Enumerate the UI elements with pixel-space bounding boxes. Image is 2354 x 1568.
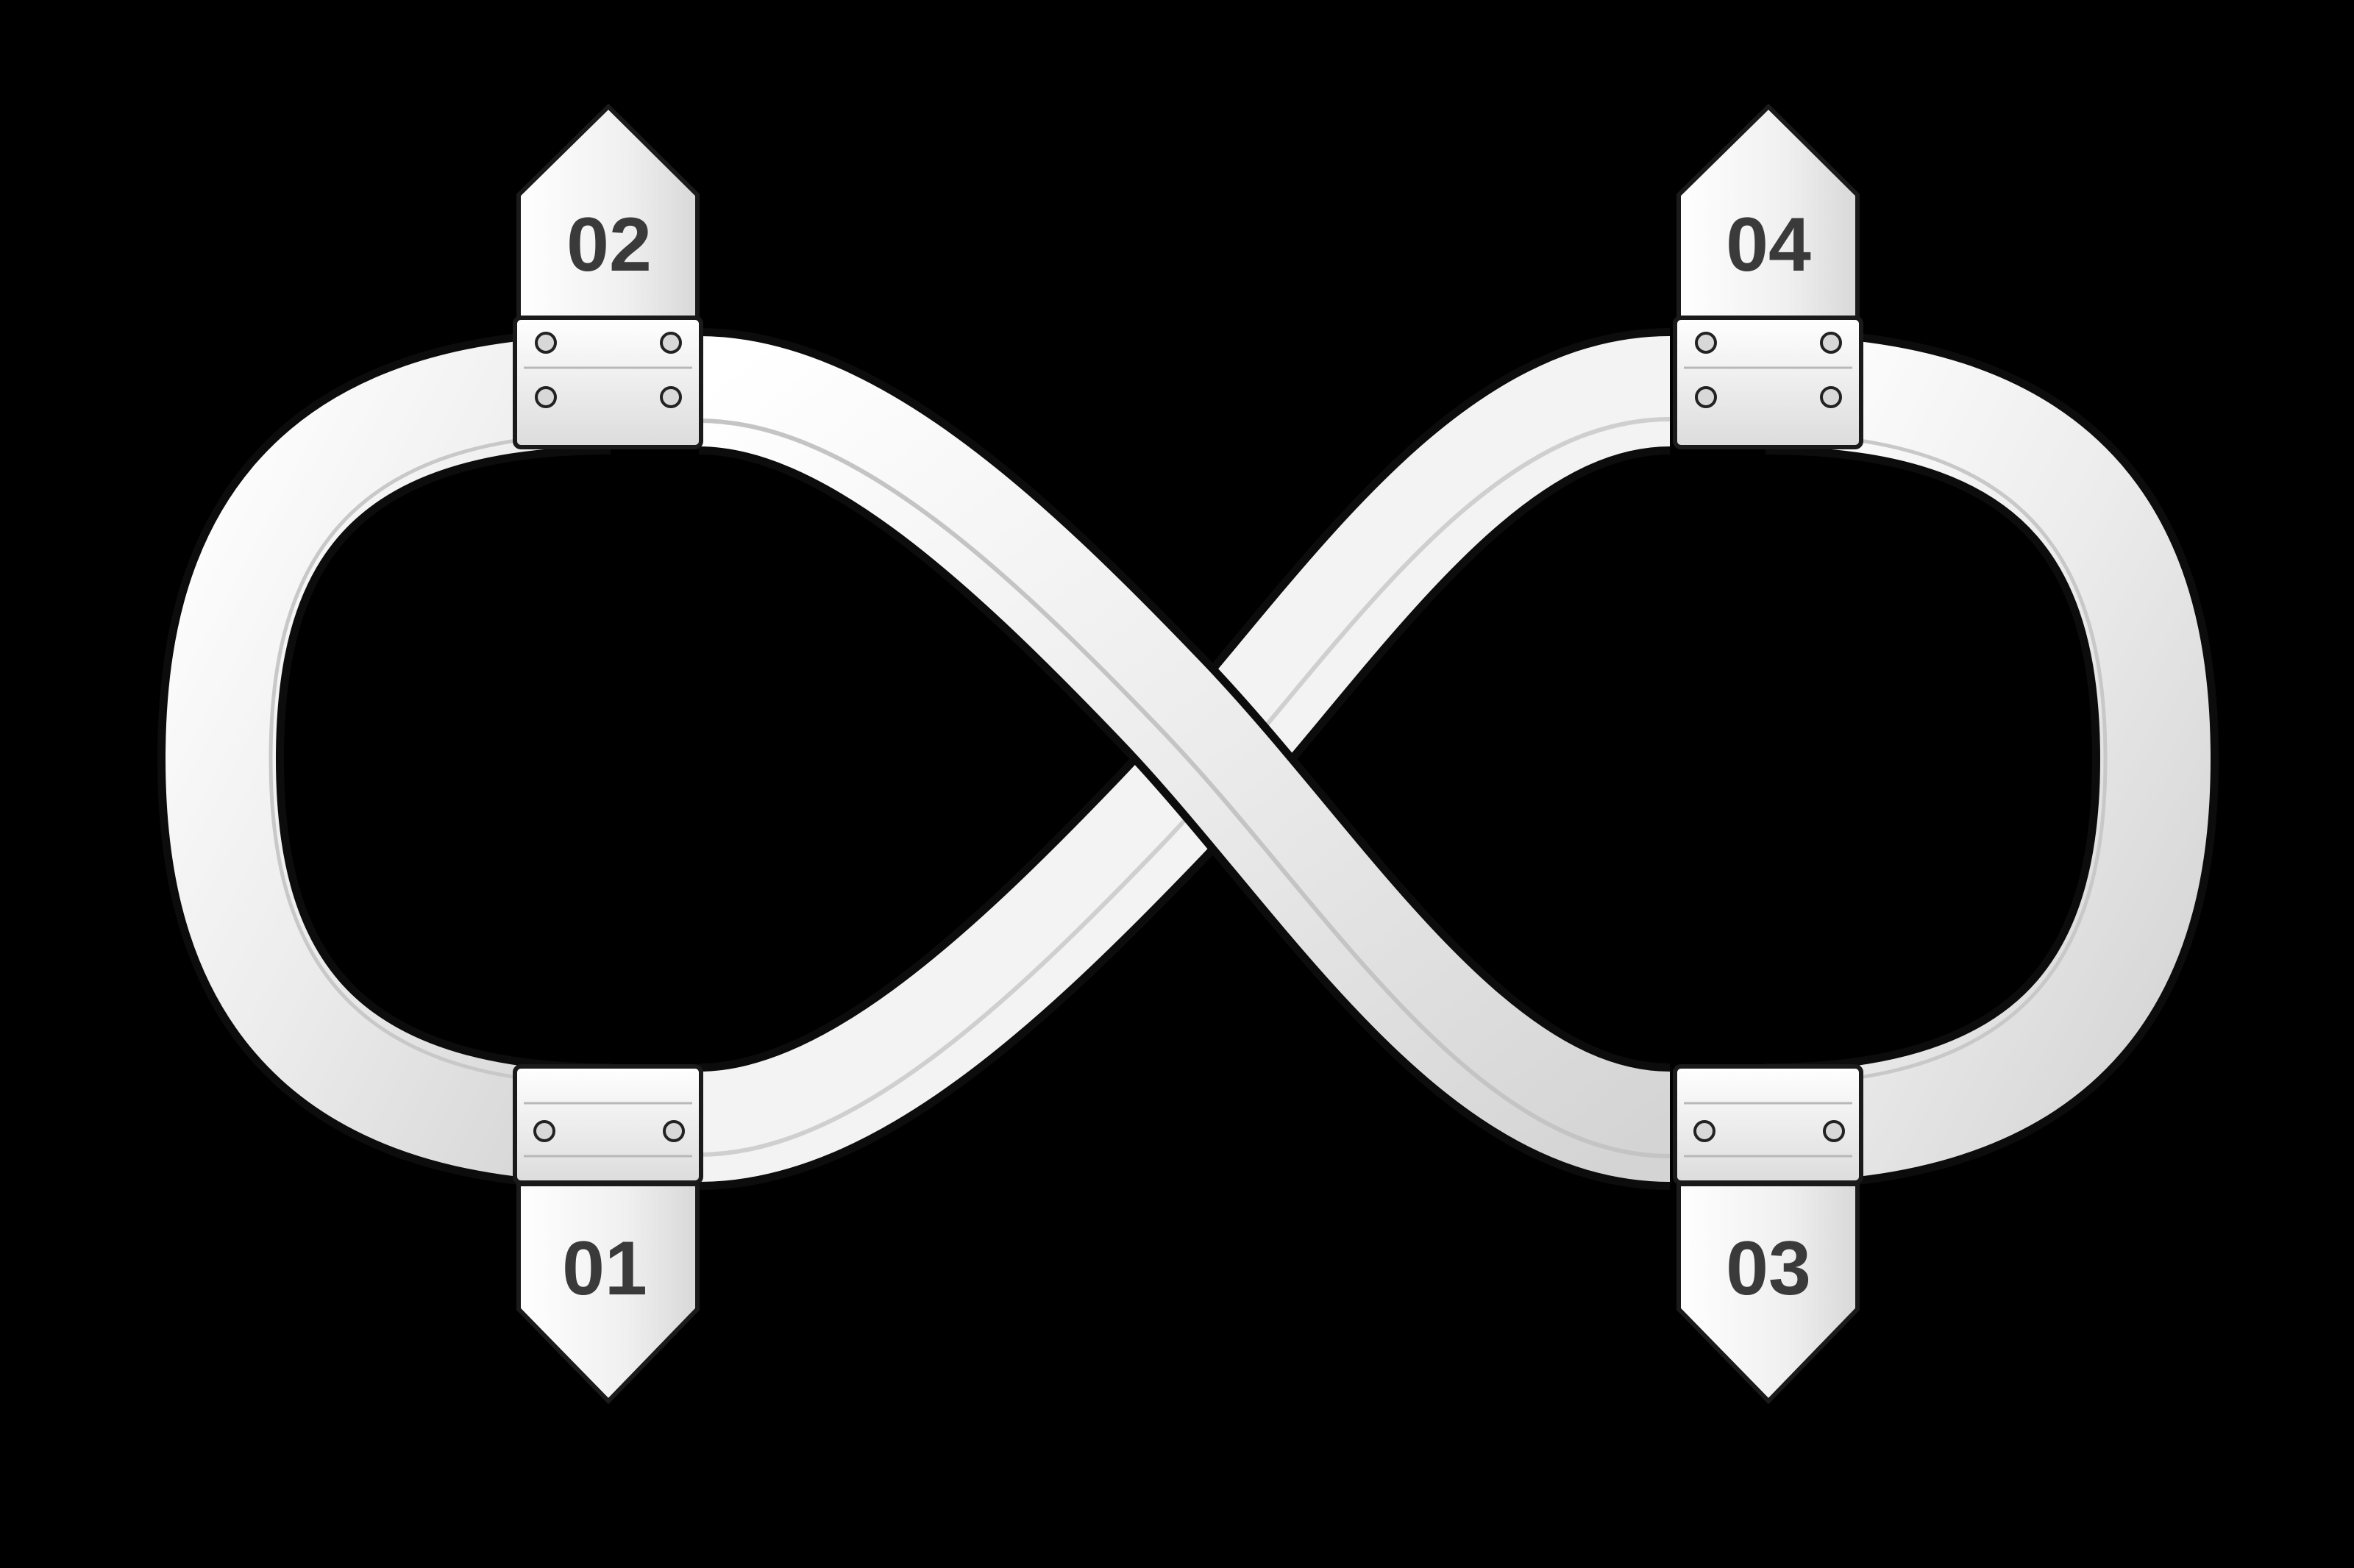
marker-01: 01: [513, 1064, 703, 1405]
marker-04: 04: [1673, 103, 1863, 449]
rivet-icon: [660, 386, 682, 408]
marker-01-label: 01: [562, 1226, 647, 1311]
marker-02-label: 02: [566, 202, 652, 288]
marker-03-label: 03: [1726, 1226, 1811, 1311]
marker-02-tag: [516, 103, 700, 329]
rivet-icon: [1823, 1120, 1845, 1142]
marker-02: 02: [513, 103, 703, 449]
rivet-icon: [1695, 386, 1717, 408]
rivet-icon: [535, 332, 557, 354]
infinity-branch-over: [697, 328, 1672, 1190]
infinity-branch-under: [697, 328, 1672, 1190]
rivet-icon: [1820, 386, 1842, 408]
rivet-icon: [1695, 332, 1717, 354]
rivet-icon: [1693, 1120, 1715, 1142]
rivet-icon: [663, 1120, 685, 1142]
rivet-icon: [533, 1120, 555, 1142]
infinity-left-loop: [157, 328, 611, 1190]
marker-02-band: [513, 316, 703, 449]
marker-03: 03: [1673, 1064, 1863, 1405]
rivet-icon: [535, 386, 557, 408]
marker-04-band: [1673, 316, 1863, 449]
rivet-icon: [1820, 332, 1842, 354]
marker-04-label: 04: [1726, 202, 1811, 288]
marker-03-tag: [1676, 1182, 1860, 1405]
marker-01-tag: [516, 1182, 700, 1405]
rivet-icon: [660, 332, 682, 354]
marker-04-tag: [1676, 103, 1860, 329]
infinity-right-loop: [1765, 328, 2219, 1190]
